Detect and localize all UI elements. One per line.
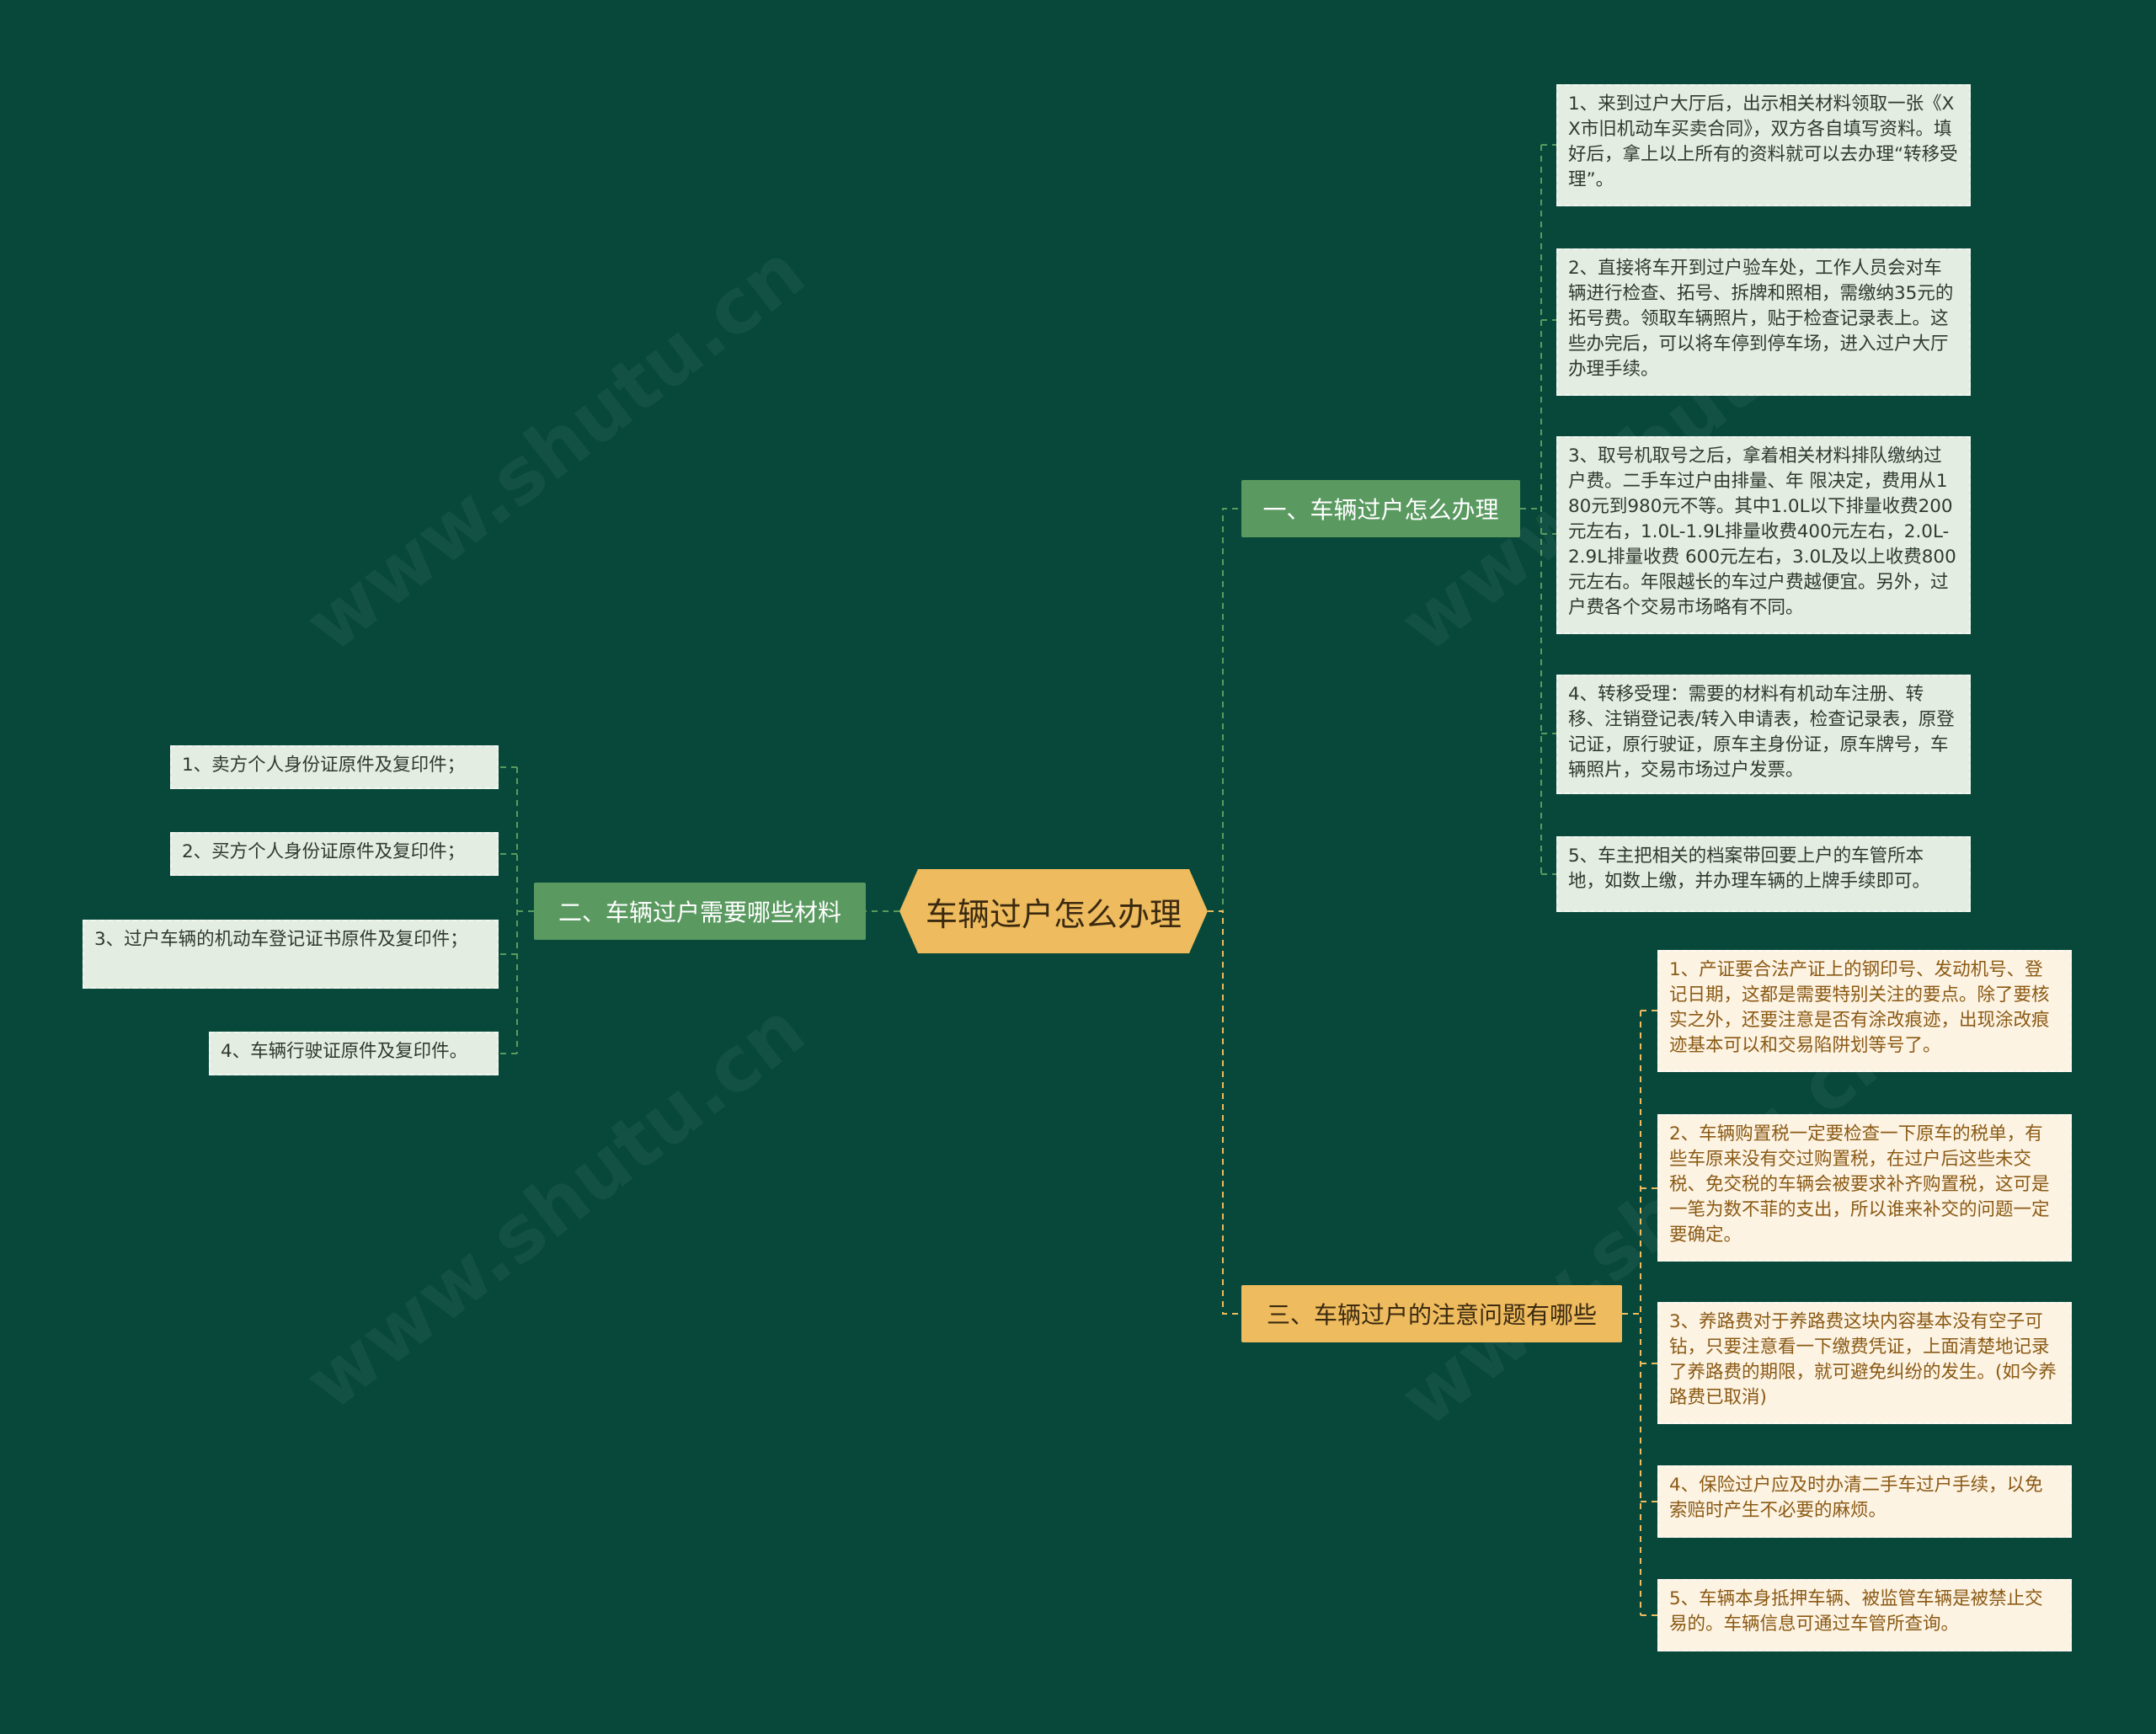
leaf-topic-text: 5、车主把相关的档案带回要上户的车管所本地，如数上缴，并办理车辆的上牌手续即可。 [1568, 846, 1931, 892]
leaf-topic[interactable]: 2、车辆购置税一定要检查一下原车的税单，有些车原来没有交过购置税，在过户后这些未… [1657, 1114, 2072, 1262]
leaf-topic[interactable]: 1、来到过户大厅后，出示相关材料领取一张《XX市旧机动车买卖合同》，双方各自填写… [1556, 84, 1971, 206]
leaf-topic-text: 4、保险过户应及时办清二手车过户手续，以免索赔时产生不必要的麻烦。 [1669, 1475, 2043, 1521]
leaf-topic-text: 2、车辆购置税一定要检查一下原车的税单，有些车原来没有交过购置税，在过户后这些未… [1669, 1123, 2050, 1246]
branch-topic-3[interactable]: 三、车辆过户的注意问题有哪些 [1241, 1285, 1622, 1342]
connector-root-branch3 [1208, 910, 1241, 1315]
leaf-topic-text: 3、取号机取号之后，拿着相关材料排队缴纳过户费。二手车过户由排量、年 限决定，费… [1568, 446, 1956, 618]
branch-topic-label: 三、车辆过户的注意问题有哪些 [1266, 1301, 1597, 1329]
leaf-topic[interactable]: 4、保险过户应及时办清二手车过户手续，以免索赔时产生不必要的麻烦。 [1657, 1465, 2072, 1538]
leaf-topic[interactable]: 3、养路费对于养路费这块内容基本没有空子可钻，只要注意看一下缴费凭证，上面清楚地… [1657, 1302, 2072, 1424]
branch-topic-2[interactable]: 二、车辆过户需要哪些材料 [534, 883, 866, 940]
connector-branch1-spine [1520, 145, 1542, 874]
root-topic-label: 车辆过户怎么办理 [925, 895, 1182, 933]
leaf-topic[interactable]: 4、转移受理：需要的材料有机动车注册、转移、注销登记表/转入申请表，检查记录表，… [1556, 675, 1971, 794]
root-topic[interactable]: 车辆过户怎么办理 [899, 869, 1208, 953]
leaf-topic-text: 1、产证要合法产证上的钢印号、发动机号、登记日期，这都是需要特别关注的要点。除了… [1669, 959, 2050, 1056]
leaf-topic-text: 2、直接将车开到过户验车处，工作人员会对车辆进行检查、拓号、拆牌和照相，需缴纳3… [1568, 258, 1954, 380]
leaf-topic-text: 2、买方个人身份证原件及复印件； [182, 841, 466, 862]
leaf-topic-text: 3、过户车辆的机动车登记证书原件及复印件； [94, 929, 468, 950]
leaf-topic[interactable]: 5、车辆本身抵押车辆、被监管车辆是被禁止交易的。车辆信息可通过车管所查询。 [1657, 1579, 2072, 1651]
leaf-topic[interactable]: 4、车辆行驶证原件及复印件。 [209, 1032, 499, 1075]
branch-topic-label: 二、车辆过户需要哪些材料 [558, 899, 841, 926]
leaf-topic[interactable]: 3、过户车辆的机动车登记证书原件及复印件； [83, 920, 499, 989]
leaf-topic[interactable]: 2、买方个人身份证原件及复印件； [170, 832, 499, 876]
leaf-topic[interactable]: 1、产证要合法产证上的钢印号、发动机号、登记日期，这都是需要特别关注的要点。除了… [1657, 950, 2072, 1072]
leaf-topic[interactable]: 3、取号机取号之后，拿着相关材料排队缴纳过户费。二手车过户由排量、年 限决定，费… [1556, 436, 1971, 634]
connector-branch2-spine [516, 767, 534, 1054]
leaf-topic[interactable]: 1、卖方个人身份证原件及复印件； [170, 745, 499, 789]
leaf-topic-text: 5、车辆本身抵押车辆、被监管车辆是被禁止交易的。车辆信息可通过车管所查询。 [1669, 1588, 2043, 1635]
leaf-topic-text: 4、车辆行驶证原件及复印件。 [221, 1041, 468, 1062]
connector-branch3-spine [1622, 1011, 1641, 1615]
leaf-topic[interactable]: 5、车主把相关的档案带回要上户的车管所本地，如数上缴，并办理车辆的上牌手续即可。 [1556, 836, 1971, 912]
leaf-topic-text: 1、卖方个人身份证原件及复印件； [182, 755, 466, 776]
branch-topic-label: 一、车辆过户怎么办理 [1262, 496, 1499, 524]
leaf-topic-text: 4、转移受理：需要的材料有机动车注册、转移、注销登记表/转入申请表，检查记录表，… [1568, 684, 1955, 781]
connector-root-branch1 [1208, 508, 1241, 912]
leaf-topic-text: 3、养路费对于养路费这块内容基本没有空子可钻，只要注意看一下缴费凭证，上面清楚地… [1669, 1311, 2057, 1408]
leaf-topic[interactable]: 2、直接将车开到过户验车处，工作人员会对车辆进行检查、拓号、拆牌和照相，需缴纳3… [1556, 248, 1971, 396]
branch-topic-1[interactable]: 一、车辆过户怎么办理 [1241, 480, 1520, 537]
leaf-topic-text: 1、来到过户大厅后，出示相关材料领取一张《XX市旧机动车买卖合同》，双方各自填写… [1568, 93, 1958, 190]
